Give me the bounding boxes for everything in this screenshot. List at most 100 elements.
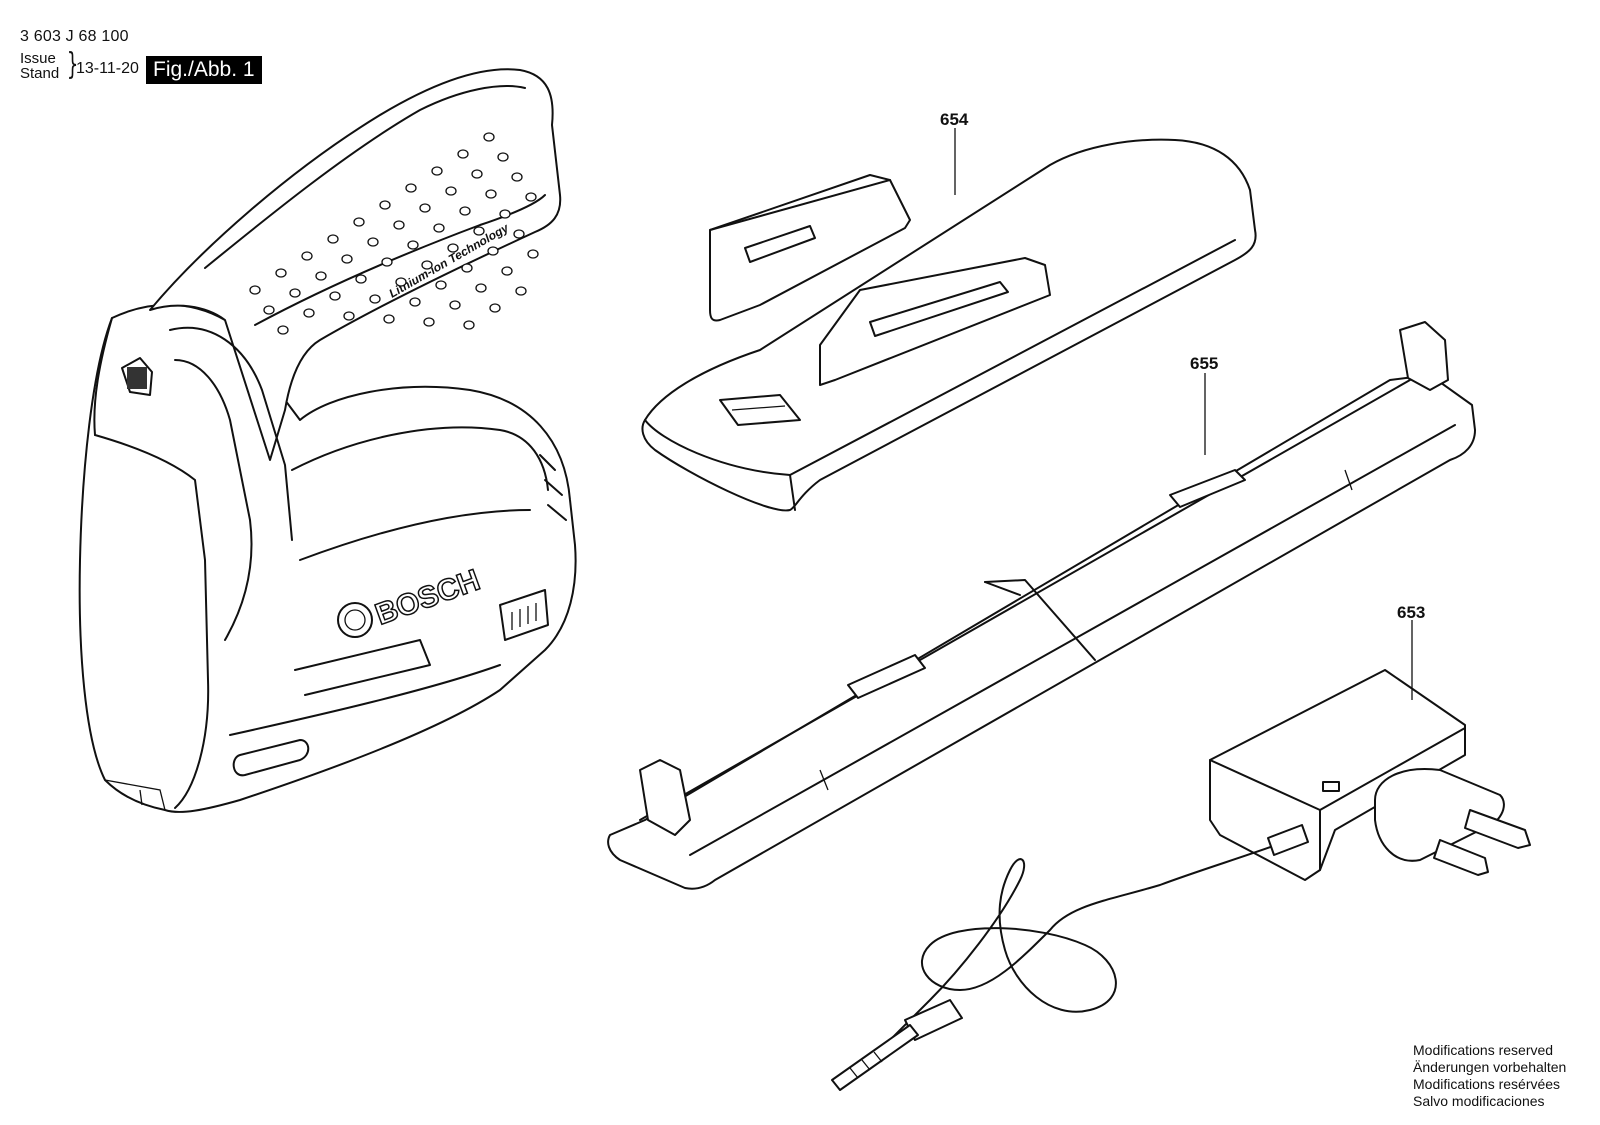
note-line: Salvo modificaciones: [1413, 1093, 1545, 1109]
part-655-end-clip-left: [639, 759, 691, 836]
grip-dot: [277, 325, 289, 335]
grip-dot: [459, 206, 471, 216]
part-655-strip: [607, 374, 1476, 890]
side-vent-2: [544, 479, 563, 496]
grip-dot: [421, 260, 433, 270]
tool-body: [78, 303, 577, 813]
part-number: 3 603 J 68 100: [20, 28, 129, 45]
grip-dot: [275, 268, 287, 278]
brace-icon: }: [66, 47, 79, 82]
part-655-front-edge: [689, 424, 1456, 856]
grip-dot: [327, 234, 339, 244]
grip-dot: [449, 300, 461, 310]
grip-dot: [525, 192, 537, 202]
grip-dot: [483, 132, 495, 142]
issue-date: 13-11-20: [76, 60, 139, 77]
part-654-rear-block: [709, 174, 911, 322]
grip-lower-edge: [254, 194, 546, 326]
grip-dot: [383, 314, 395, 324]
part-655-top-edge: [639, 379, 1411, 821]
side-vent: [539, 454, 556, 471]
plug-pin-lower: [1433, 839, 1489, 876]
plug-pin-upper: [1464, 809, 1531, 849]
callout-653: 653: [1397, 603, 1426, 622]
nose-strip: [104, 779, 166, 811]
indicator-bars: [511, 603, 537, 630]
body-contour-mid: [299, 509, 531, 561]
grip-dot: [473, 226, 485, 236]
callout-654: 654: [940, 110, 969, 129]
part-654-slot-rear: [744, 225, 816, 263]
grip-dot: [407, 240, 419, 250]
part-655-notch: [819, 469, 1353, 791]
grip-outline: [204, 85, 526, 269]
grip-dot: [489, 303, 501, 313]
grip-dot: [501, 266, 513, 276]
tacker-tool-illustration: BOSCH Lithium-ion Technology: [78, 68, 577, 813]
grip-dot: [315, 271, 327, 281]
grip-dot: [511, 172, 523, 182]
grip-dot: [475, 283, 487, 293]
grip-dot: [515, 286, 527, 296]
note-line: Änderungen vorbehalten: [1413, 1059, 1567, 1075]
front-face-panel: [94, 434, 210, 809]
body-slot-upper: [294, 639, 431, 696]
grip-dot: [497, 152, 509, 162]
part-654-slot-small-inner: [731, 405, 786, 411]
grip-dot: [393, 220, 405, 230]
cable-strain-relief: [1267, 824, 1309, 856]
part-655-slot-b: [1169, 469, 1246, 508]
grip-dot: [409, 297, 421, 307]
adapter-housing: [1209, 669, 1466, 881]
part-654-illustration: [641, 128, 1257, 512]
part-654-slot-front: [869, 281, 1009, 337]
trigger-button-shade: [127, 367, 147, 389]
grip-dot: [431, 166, 443, 176]
bosch-logo-icon: [337, 602, 373, 638]
grip-dot: [263, 305, 275, 315]
grip-dot: [329, 291, 341, 301]
handle-inner-contour: [169, 326, 293, 541]
grip-dot: [379, 200, 391, 210]
handle-inner-contour-2: [174, 359, 253, 641]
jack-tip-rings: [849, 1051, 883, 1079]
grip-dot: [249, 285, 261, 295]
part-655-joint-2: [984, 581, 1021, 596]
grip-dot: [433, 223, 445, 233]
stand-label: Stand: [20, 65, 60, 82]
note-line: Modifications reserved: [1413, 1042, 1554, 1058]
grip-dot: [447, 243, 459, 253]
grip-dot: [395, 277, 407, 287]
grip-dot: [527, 249, 539, 259]
adapter-cable: [879, 839, 1291, 1051]
adapter-plug: [1374, 768, 1505, 862]
side-vent-3: [547, 504, 567, 521]
grip-dot: [367, 237, 379, 247]
grip-dot: [289, 288, 301, 298]
note-line: Modifications resérvées: [1413, 1076, 1561, 1092]
grip-dot: [513, 229, 525, 239]
part-654-rim: [644, 239, 1236, 476]
figure-label: Fig./Abb. 1: [146, 56, 262, 84]
grip-dot: [445, 186, 457, 196]
grip-dot: [471, 169, 483, 179]
front-face-inner: [93, 317, 113, 436]
part-654-rim-2: [789, 474, 796, 511]
grip-dot: [423, 317, 435, 327]
grip-dot: [343, 311, 355, 321]
grip-dot: [381, 257, 393, 267]
grip-dot: [301, 251, 313, 261]
bosch-logo-inner: [344, 609, 366, 631]
grip-dot: [485, 189, 497, 199]
grip-dot: [353, 217, 365, 227]
body-contour-bottom: [229, 664, 501, 736]
part-655-slot-a: [847, 654, 926, 699]
grip-dot: [461, 263, 473, 273]
body-contour-top: [291, 426, 549, 491]
part-654-rear-block-edge: [709, 179, 891, 231]
part-655-illustration: [607, 321, 1476, 890]
grip-dot: [369, 294, 381, 304]
grip-dot: [355, 274, 367, 284]
